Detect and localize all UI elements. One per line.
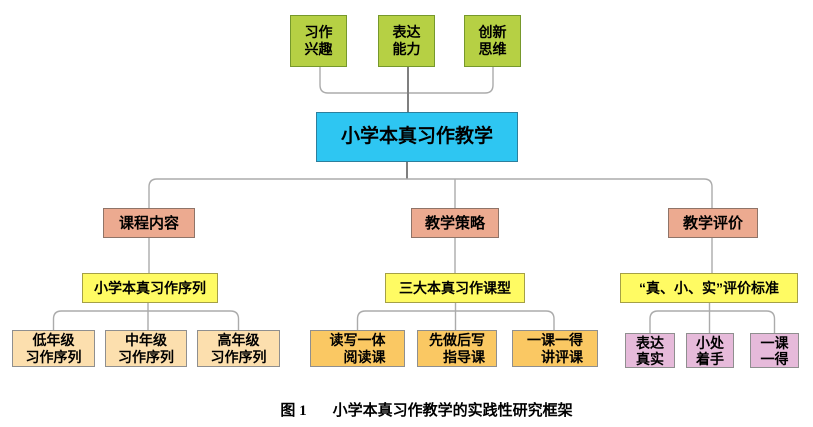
node-expression-ability: 表达 能力 [378, 15, 435, 67]
node-writing-sequence: 小学本真习作序列 [82, 273, 218, 303]
branch-stem-connectors [148, 238, 713, 273]
main-bracket-connector [148, 178, 713, 208]
node-review-lesson: 一课一得 讲评课 [512, 330, 598, 367]
node-teaching-strategy: 教学策略 [411, 208, 499, 238]
node-start-small: 小处 着手 [686, 333, 734, 368]
node-lower-grade-sequence: 低年级 习作序列 [12, 330, 95, 367]
figure-caption-title: 小学本真习作教学的实践性研究框架 [332, 403, 573, 419]
node-course-content: 课程内容 [103, 208, 195, 238]
node-evaluation-criteria: “真、小、实”评价标准 [620, 273, 798, 303]
node-lesson-types: 三大本真习作课型 [385, 273, 525, 303]
node-higher-grade-sequence: 高年级 习作序列 [197, 330, 280, 367]
right-subtree-connector [649, 303, 776, 333]
top-bracket-connector [319, 67, 494, 94]
node-middle-grade-sequence: 中年级 习作序列 [105, 330, 187, 367]
node-root-topic: 小学本真习作教学 [316, 112, 518, 162]
figure-caption: 图 1 小学本真习作教学的实践性研究框架 [0, 399, 813, 420]
node-one-lesson-one-gain: 一课 一得 [750, 333, 799, 368]
left-subtree-connector [52, 303, 240, 330]
node-reading-writing-lesson: 读写一体 阅读课 [310, 330, 405, 367]
node-writing-interest: 习作 兴趣 [290, 15, 347, 67]
node-do-first-write-later-lesson: 先做后写 指导课 [417, 330, 497, 367]
node-authentic-expression: 表达 真实 [625, 333, 675, 368]
node-teaching-evaluation: 教学评价 [668, 208, 758, 238]
node-innovative-thinking: 创新 思维 [464, 15, 521, 67]
middle-subtree-connector [356, 303, 555, 330]
figure-caption-label: 图 1 [280, 403, 307, 419]
